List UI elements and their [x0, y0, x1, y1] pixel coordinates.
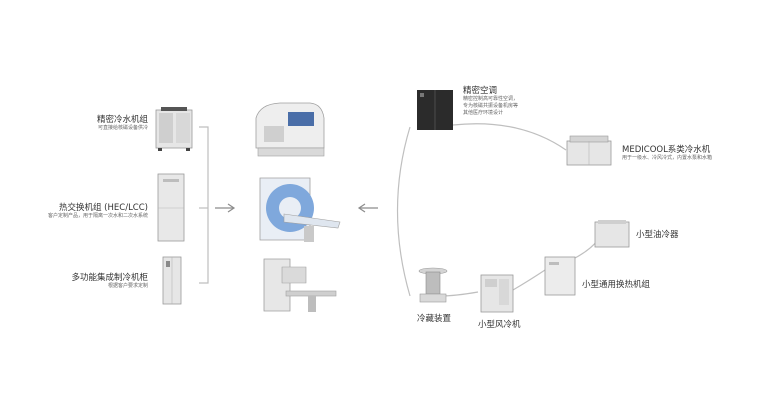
chiller-unit-image: [155, 107, 193, 151]
analyzer-device-image: [255, 102, 325, 157]
refrigeration-device-image: [418, 267, 448, 303]
precision-ac-line-2: 专为核磁共振设备机房等: [463, 103, 519, 109]
medicool-label: MEDICOOL系类冷水机 用于一级水、冷风冷式，内置水泵和水箱: [622, 143, 712, 162]
small-air-cooler-title: 小型风冷机: [478, 320, 521, 330]
small-air-cooler-image: [480, 274, 514, 313]
medicool-subtitle: 用于一级水、冷风冷式，内置水泵和水箱: [622, 155, 713, 161]
small-air-cooler-label: 小型风冷机: [478, 318, 521, 330]
oil-cooler-label: 小型油冷器: [636, 228, 679, 240]
right-arrow-icon: [357, 203, 378, 213]
small-hex-title: 小型通用换热机组: [582, 280, 651, 290]
refrigeration-title: 冷藏装置: [417, 314, 452, 324]
precision-ac-line-1: 精密控制高可靠性空调，: [463, 96, 519, 102]
precision-ac-label: 精密空调 精密控制高可靠性空调， 专为核磁共振设备机房等 其他医疗环境设计: [463, 84, 518, 117]
bottom-chain-2: [512, 269, 546, 291]
precision-ac-title: 精密空调: [463, 86, 498, 96]
left-item-cabinet: 多功能集成制冷机柜 根据客户要求定制: [40, 271, 148, 290]
hex-subtitle: 客户定制产品，用于隔离一次水和二次水系统: [47, 213, 148, 219]
medicool-title: MEDICOOL系类冷水机: [622, 145, 711, 155]
small-hex-label: 小型通用换热机组: [582, 278, 650, 290]
cabinet-subtitle: 根据客户要求定制: [107, 283, 148, 289]
mri-scanner-image: [259, 177, 341, 242]
left-arrow-icon: [215, 203, 236, 213]
precision-ac-line-3: 其他医疗环境设计: [463, 110, 504, 116]
radiotherapy-machine-image: [263, 258, 337, 312]
refrigeration-label: 冷藏装置: [417, 312, 451, 324]
oil-cooler-title: 小型油冷器: [636, 230, 679, 240]
top-right-curve: [452, 123, 567, 151]
medicool-chiller-image: [566, 135, 612, 166]
precision-ac-image: [417, 90, 453, 130]
chiller-title: 精密冷水机组: [96, 115, 148, 125]
cabinet-unit-image: [162, 256, 182, 305]
hex-title: 热交换机组 (HEC/LCC): [58, 203, 148, 213]
small-hex-image: [544, 256, 576, 296]
oil-cooler-image: [594, 220, 630, 248]
heat-exchanger-unit-image: [157, 173, 185, 242]
left-bracket: [199, 126, 209, 284]
chiller-subtitle: 可直接给核磁设备供冷: [97, 125, 148, 131]
left-item-heat-exchanger: 热交换机组 (HEC/LCC) 客户定制产品，用于隔离一次水和二次水系统: [10, 201, 148, 220]
left-item-chiller: 精密冷水机组 可直接给核磁设备供冷: [40, 113, 148, 132]
right-arc: [396, 126, 411, 297]
cabinet-title: 多功能集成制冷机柜: [71, 273, 148, 283]
